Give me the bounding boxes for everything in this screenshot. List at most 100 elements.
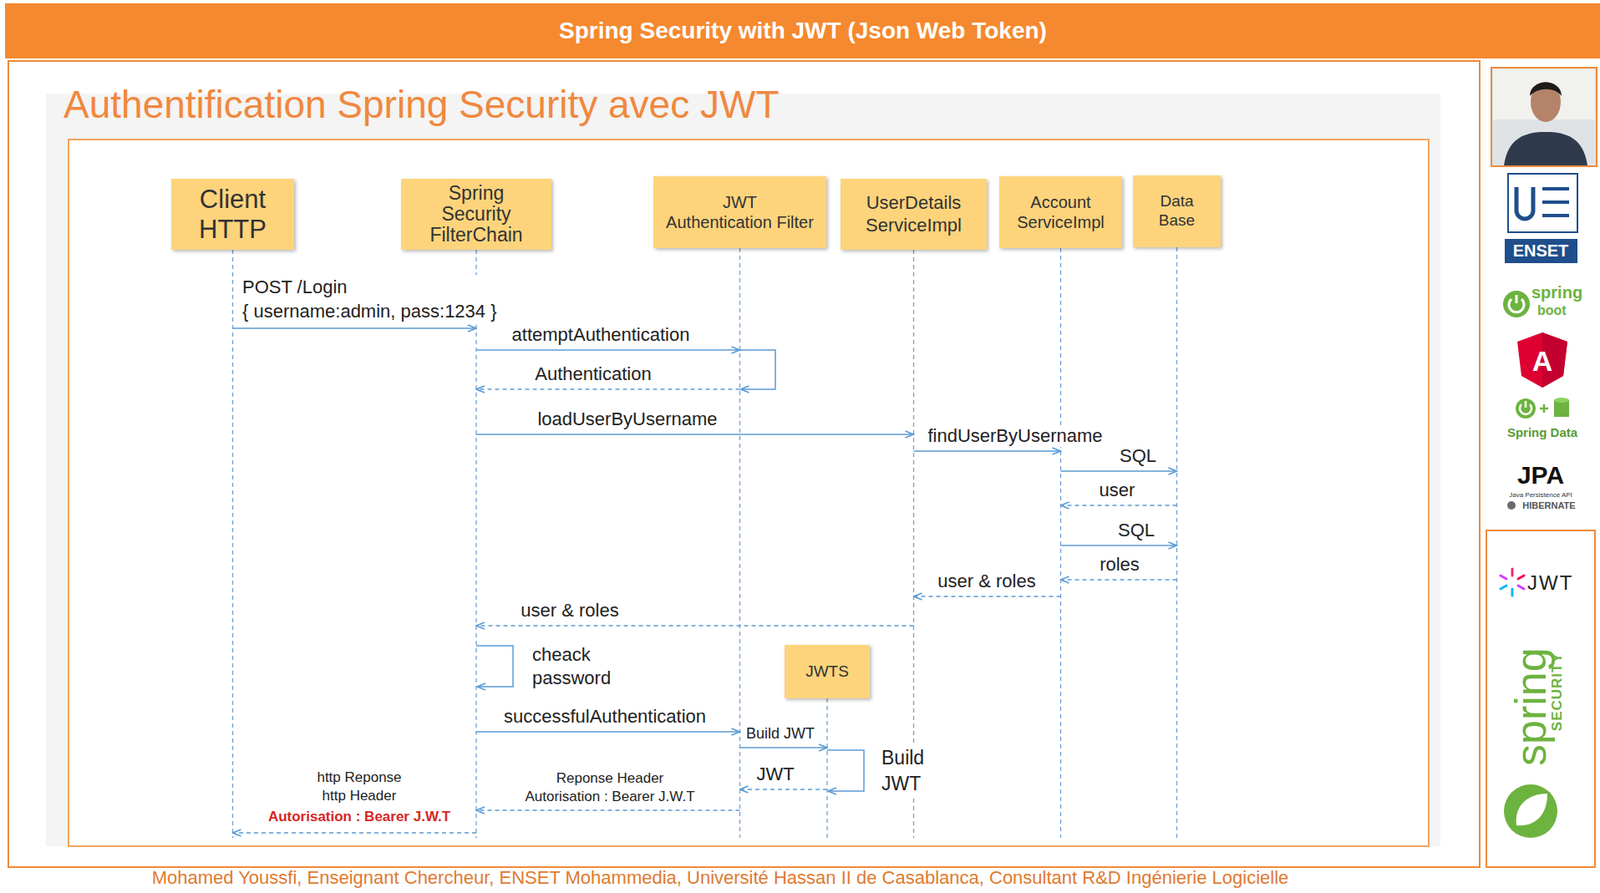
message-label: attemptAuthentication bbox=[510, 324, 692, 346]
message-label: Reponse Header Autorisation : Bearer J.W… bbox=[523, 769, 696, 807]
lifeline-box: Client HTTP bbox=[171, 178, 295, 250]
jwt-icon-ray bbox=[1500, 585, 1507, 590]
message-label: loadUserByUsername bbox=[535, 408, 719, 431]
message-arrow bbox=[476, 349, 741, 351]
text-line: HTTP bbox=[198, 214, 267, 245]
lifeline-box: JWT Authentication Filter bbox=[653, 176, 827, 249]
lifeline bbox=[475, 249, 477, 839]
text-line: Client bbox=[198, 184, 267, 215]
logo-text: JWT bbox=[1527, 571, 1574, 596]
text-line: POST /Login bbox=[242, 274, 498, 300]
enset-logo bbox=[1504, 238, 1578, 264]
logo-text: Spring Data bbox=[1507, 425, 1578, 441]
message-arrow bbox=[1061, 544, 1178, 547]
lifeline-box: Spring Security FilterChain bbox=[401, 178, 552, 250]
angular-shield bbox=[1517, 332, 1568, 388]
box-label: JWTS bbox=[805, 662, 849, 682]
header-value: Autorisation : Bearer J.W.T bbox=[266, 808, 453, 826]
text-line: Account bbox=[1016, 192, 1104, 213]
message-arrow bbox=[233, 327, 478, 330]
message-arrow bbox=[476, 624, 915, 627]
spring-leaf bbox=[1516, 793, 1548, 826]
jwt-icon-ray bbox=[1511, 589, 1514, 596]
jwt-icon bbox=[1500, 568, 1524, 596]
message-label: cheack password bbox=[530, 643, 613, 690]
database-icon-top bbox=[1554, 397, 1570, 403]
text-line: JWT bbox=[881, 771, 925, 798]
message-arrow bbox=[827, 750, 864, 792]
logo-text: SECURITY bbox=[1549, 652, 1566, 732]
text-line: http Reponse bbox=[316, 768, 402, 788]
jwt-icon-ray bbox=[1511, 568, 1514, 576]
webcam-frame bbox=[1491, 67, 1597, 167]
message-label: JWT bbox=[754, 763, 796, 786]
logo-text: JPA bbox=[1517, 460, 1565, 491]
logo-text: HIBERNATE bbox=[1522, 500, 1575, 512]
message-label: user & roles bbox=[935, 570, 1037, 593]
logo-panel bbox=[1486, 530, 1595, 868]
box-label: Data Base bbox=[1158, 192, 1195, 231]
jwt-icon-ray bbox=[1518, 585, 1524, 590]
message-arrow bbox=[476, 731, 741, 733]
lifeline-box: UserDetails ServiceImpl bbox=[840, 178, 987, 250]
university-logo-mark bbox=[1542, 188, 1570, 216]
logo-text: ENSET bbox=[1513, 240, 1570, 261]
text-line: Security bbox=[429, 203, 523, 225]
power-symbol bbox=[1508, 294, 1524, 313]
logo-text: A bbox=[1532, 344, 1554, 379]
logo-text: boot bbox=[1537, 302, 1567, 319]
message-label: Build JWT bbox=[879, 745, 926, 798]
message-arrow bbox=[1061, 579, 1178, 581]
spring-boot-icon bbox=[1503, 290, 1530, 318]
lifeline bbox=[826, 698, 828, 839]
text-line: http Header bbox=[316, 787, 402, 806]
power-symbol bbox=[1519, 401, 1532, 415]
spring-data-icon bbox=[1515, 398, 1536, 419]
logo-text: spring bbox=[1531, 282, 1583, 303]
spring-leaf-logo bbox=[1503, 784, 1558, 839]
message-arrow bbox=[476, 809, 741, 812]
text-line: Build bbox=[881, 745, 925, 772]
message-arrow bbox=[740, 788, 828, 791]
plus-symbol bbox=[1539, 404, 1549, 413]
message-arrow bbox=[233, 832, 478, 834]
jwt-icon-ray bbox=[1518, 575, 1524, 580]
message-arrow bbox=[476, 433, 915, 436]
message-arrow bbox=[914, 450, 1062, 453]
lifeline-box: Account ServiceImpl bbox=[999, 176, 1123, 249]
box-label: Client HTTP bbox=[198, 184, 267, 244]
message-arrow bbox=[740, 746, 828, 749]
message-label: successfulAuthentication bbox=[502, 706, 708, 728]
message-label: Authentication bbox=[533, 363, 653, 386]
lifeline-box: Data Base bbox=[1132, 175, 1221, 248]
message-label: user bbox=[1097, 479, 1138, 502]
message-label: roles bbox=[1097, 553, 1142, 576]
lifeline-box: JWTS bbox=[784, 645, 870, 699]
lifeline bbox=[1060, 248, 1062, 839]
message-arrow bbox=[476, 645, 514, 687]
text-line: cheack bbox=[532, 643, 611, 667]
message-arrow bbox=[914, 595, 1062, 598]
text-line: Base bbox=[1158, 211, 1195, 231]
slide-band bbox=[45, 93, 1441, 847]
text-line: { username:admin, pass:1234 } bbox=[242, 299, 498, 325]
box-label: UserDetails ServiceImpl bbox=[865, 192, 962, 237]
message-arrow bbox=[740, 350, 777, 390]
webcam-hair bbox=[1529, 82, 1562, 97]
text-line: UserDetails bbox=[865, 192, 962, 214]
message-label: POST /Login { username:admin, pass:1234 … bbox=[240, 274, 499, 325]
text-line: Reponse Header bbox=[524, 769, 695, 788]
box-label: Account ServiceImpl bbox=[1016, 192, 1104, 233]
logo-text: Java Persistence API bbox=[1508, 491, 1573, 500]
jwt-icon-ray bbox=[1500, 575, 1507, 580]
message-arrow bbox=[1061, 470, 1178, 473]
message-label: SQL bbox=[1117, 445, 1159, 468]
lifeline bbox=[739, 248, 741, 839]
text-line: JWT bbox=[665, 192, 814, 213]
text-line: Spring bbox=[429, 182, 523, 204]
video-frame bbox=[8, 60, 1480, 868]
box-label: JWT Authentication Filter bbox=[665, 192, 814, 233]
text-line: FilterChain bbox=[429, 224, 523, 246]
